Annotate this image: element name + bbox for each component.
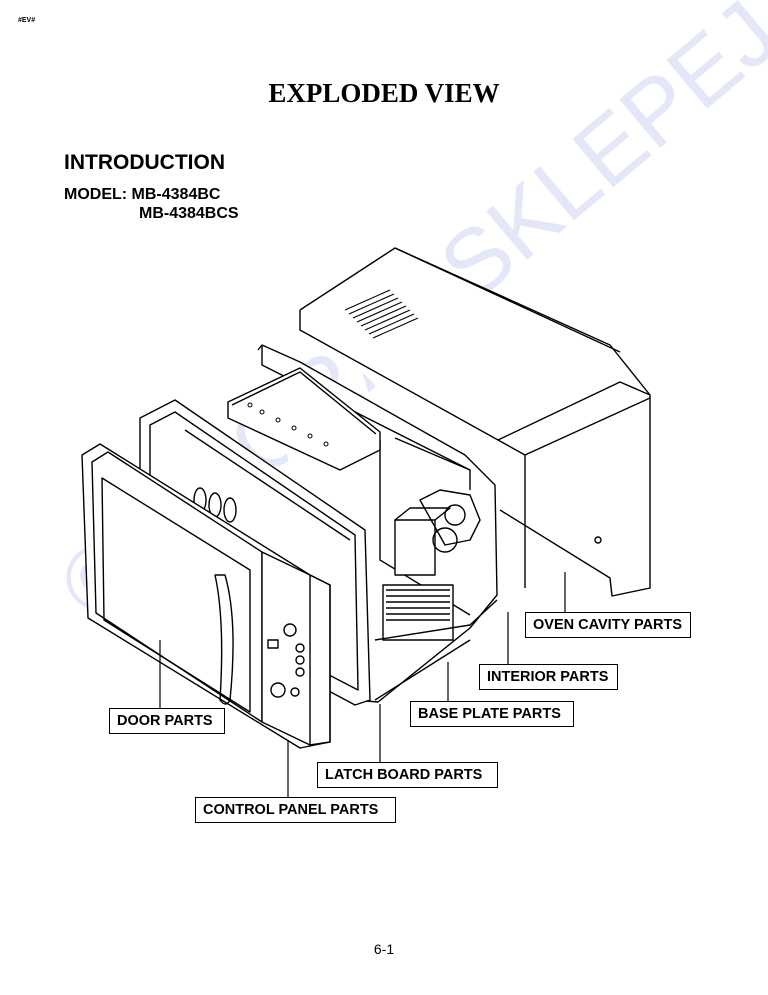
oven-cavity-parts-label[interactable]: OVEN CAVITY PARTS	[525, 612, 691, 638]
interior-parts-label[interactable]: INTERIOR PARTS	[479, 664, 618, 690]
oven-cavity	[227, 344, 498, 703]
latch-board-parts-label[interactable]: LATCH BOARD PARTS	[317, 762, 498, 788]
control-panel-parts-label[interactable]: CONTROL PANEL PARTS	[195, 797, 396, 823]
control-panel	[261, 551, 331, 746]
page-title: EXPLODED VIEW	[268, 78, 500, 108]
door-parts-label[interactable]: DOOR PARTS	[109, 708, 225, 734]
model-line-2: MB-4384BCS	[139, 205, 239, 222]
section-heading: INTRODUCTION	[64, 151, 225, 174]
header-tag: #EV#	[18, 17, 36, 24]
base-plate-parts-label[interactable]: BASE PLATE PARTS	[410, 701, 574, 727]
outer-cabinet	[299, 247, 651, 597]
page-number: 6-1	[373, 941, 395, 957]
model-line-1: MODEL: MB-4384BC	[64, 186, 221, 203]
